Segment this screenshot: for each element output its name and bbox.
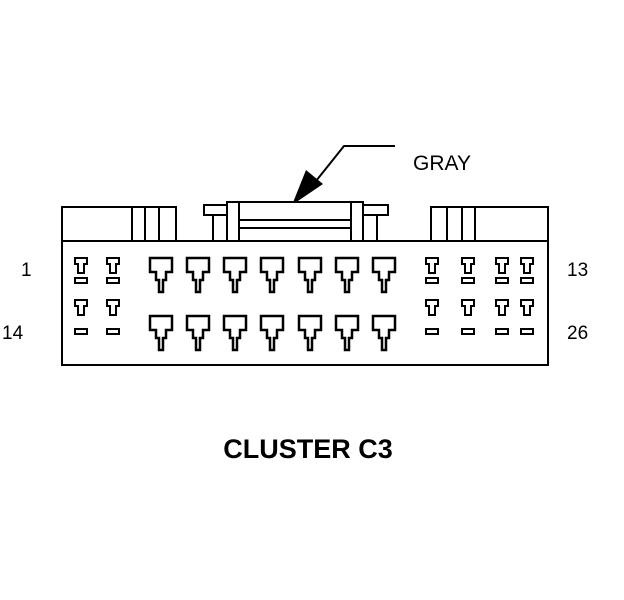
pin-cavity-14 [74,299,88,335]
pin-cavity-17 [185,314,211,352]
pin-cavities [74,256,534,352]
connector-housing [61,201,549,366]
callout-label-gray: GRAY [413,152,471,175]
pin-cavity-24 [461,299,475,335]
pin-cavity-9 [371,256,397,294]
pin-cavity-15 [106,299,120,335]
pin-cavity-12 [495,257,509,284]
pin-cavity-10 [425,257,439,284]
connector-latch [203,201,389,242]
pin-cavity-19 [259,314,285,352]
pin-cavity-8 [334,256,360,294]
pin-cavity-6 [259,256,285,294]
diagram-title: CLUSTER C3 [223,434,393,464]
pin-cavity-25 [495,299,509,335]
pin-cavity-3 [148,256,174,294]
pin-label-1: 1 [21,260,32,281]
pin-cavity-26 [520,299,534,335]
pin-label-26: 26 [567,323,588,344]
callout-arrow [292,145,395,205]
pin-cavity-22 [371,314,397,352]
pin-cavity-16 [148,314,174,352]
pin-cavity-1 [74,257,88,284]
pin-cavity-20 [297,314,323,352]
pin-label-14: 14 [2,323,24,344]
pin-cavity-13 [520,257,534,284]
pin-label-13: 13 [567,260,588,281]
pin-cavity-7 [297,256,323,294]
pin-cavity-4 [185,256,211,294]
pin-cavity-11 [461,257,475,284]
pin-cavity-18 [222,314,248,352]
pin-cavity-21 [334,314,360,352]
pin-cavity-5 [222,256,248,294]
pin-cavity-2 [106,257,120,284]
pin-cavity-23 [425,299,439,335]
